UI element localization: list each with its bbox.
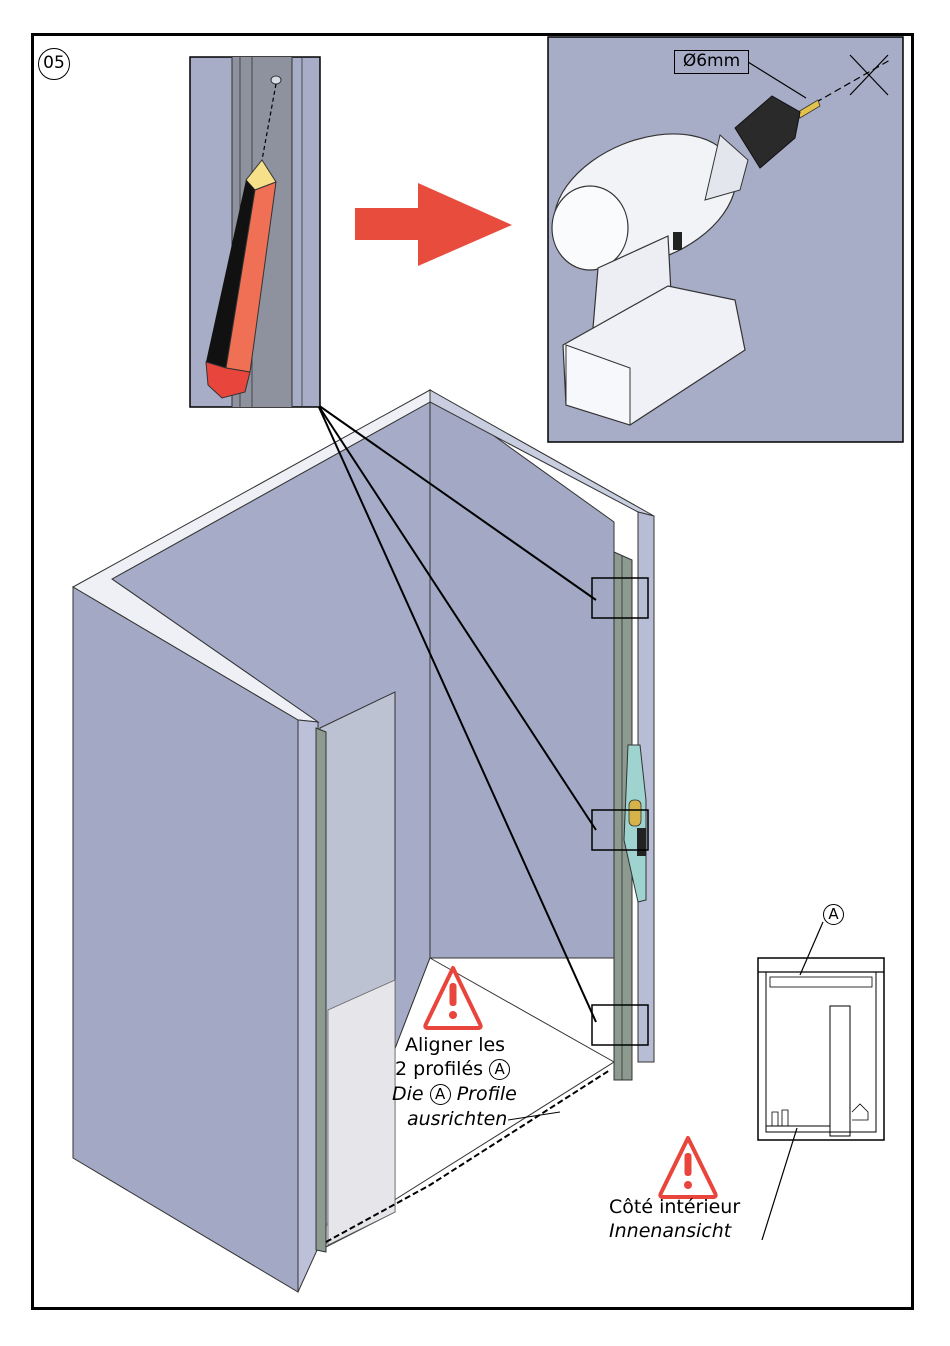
- profile-marker: A: [489, 1059, 510, 1080]
- inner-side-de: Innenansicht: [609, 1220, 731, 1243]
- align-note-de-line2: ausrichten: [407, 1108, 507, 1131]
- shower-enclosure: [73, 390, 654, 1292]
- inner-side-fr: Côté intérieur: [609, 1196, 740, 1219]
- profile-marker: A: [430, 1084, 451, 1105]
- align-note-fr-line2: 2 profilés A: [395, 1058, 510, 1081]
- pencil-detail-panel: [190, 57, 320, 407]
- profile-marker-top: A: [823, 903, 844, 926]
- align-note-fr-line1: Aligner les: [405, 1034, 505, 1057]
- drill-diameter-label: Ø6mm: [674, 50, 749, 74]
- warning-triangle-icon: [660, 1138, 715, 1197]
- align-note-de-line1: Die A Profile: [392, 1083, 517, 1106]
- next-step-arrow-icon: [355, 183, 512, 266]
- drill-detail-panel: [534, 37, 903, 442]
